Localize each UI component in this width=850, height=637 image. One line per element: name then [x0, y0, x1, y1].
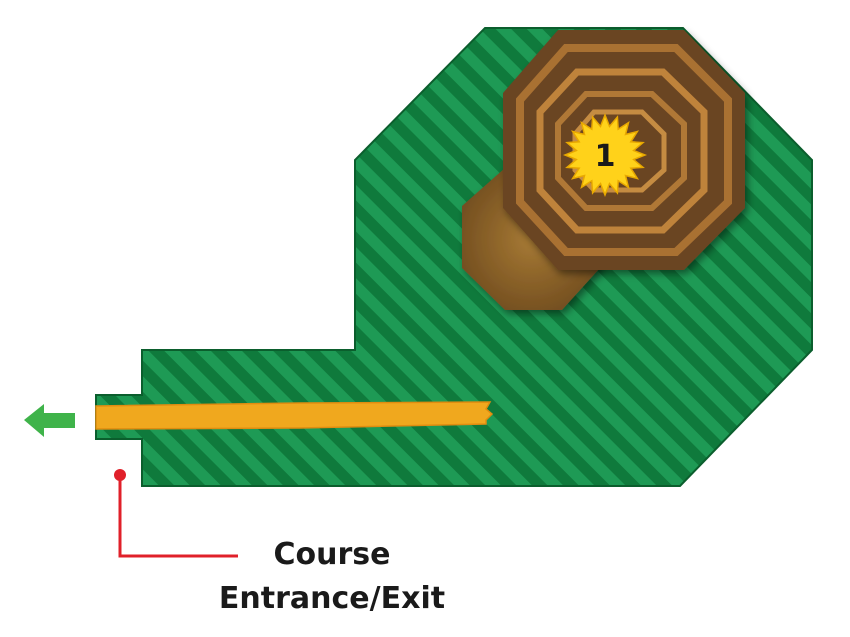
marker-number: 1 [595, 139, 616, 174]
entrance-label-line1: Course [274, 537, 391, 572]
entrance-leader-line [114, 469, 238, 558]
course-path [95, 401, 494, 430]
mound-ring-1 [516, 44, 732, 256]
mound-ring-3 [555, 91, 687, 211]
entrance-label-line2: Entrance/Exit [219, 581, 445, 616]
left-arrow-icon [24, 404, 75, 437]
mound-ring-2 [536, 68, 708, 234]
star-burst-icon [562, 112, 648, 198]
